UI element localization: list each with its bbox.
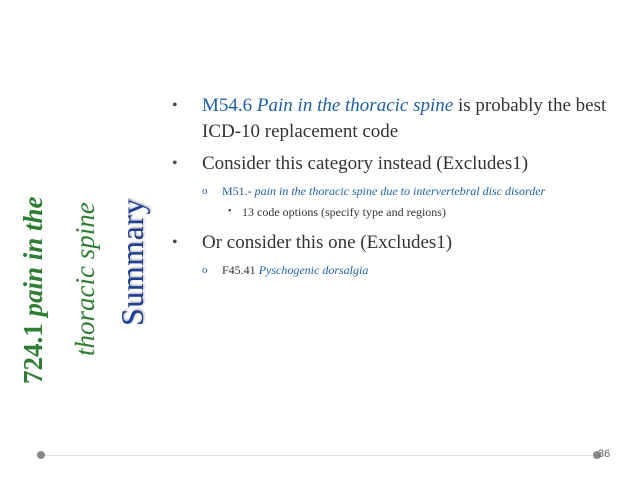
sub-code-name: Pyschogenic dorsalgia <box>258 263 369 277</box>
bullet-dot-icon: • <box>172 97 178 114</box>
sub-bullet-2: o F45.41 Pyschogenic dorsalgia <box>168 262 623 279</box>
bullet-list: • M54.6 Pain in the thoracic spine is pr… <box>168 93 623 283</box>
page-number: 36 <box>598 448 611 460</box>
footer-right-dot-icon <box>593 451 601 459</box>
sub-sub-text: 13 code options (specify type and region… <box>242 205 446 219</box>
bullet-dot-icon: • <box>172 234 178 251</box>
circle-bullet-icon: o <box>202 185 208 197</box>
bullet-item-2: • Consider this category instead (Exclud… <box>168 151 623 177</box>
circle-bullet-icon: o <box>202 264 208 276</box>
sub-code: F45.41 <box>222 263 256 277</box>
bullet-text: Consider this category instead (Excludes… <box>202 153 529 174</box>
bullet-item-1: • M54.6 Pain in the thoracic spine is pr… <box>168 93 623 145</box>
title-summary: Summary <box>114 198 150 326</box>
footer-divider <box>39 455 605 456</box>
bullet-text: is probably the best ICD-10 replacement … <box>202 95 607 142</box>
sub-code-name: pain in the thoracic spine due to interv… <box>254 184 546 198</box>
bullet-text: Or consider this one (Excludes1) <box>202 232 453 253</box>
bullet-item-3: • Or consider this one (Excludes1) <box>168 230 623 256</box>
bullet-dot-icon: • <box>172 155 178 172</box>
title-line-1: 724.1 pain in the <box>18 196 49 384</box>
sub-code: M51.- <box>222 184 252 198</box>
footer-left-dot-icon <box>37 451 45 459</box>
bullet-code: M54.6 <box>202 95 253 116</box>
bullet-code-name: Pain in the thoracic spine <box>256 95 454 116</box>
title-text: pain in the <box>18 196 48 317</box>
bullet-dot-icon: • <box>228 206 232 217</box>
sub-bullet-1: o M51.- pain in the thoracic spine due t… <box>168 183 623 200</box>
sub-sub-bullet: • 13 code options (specify type and regi… <box>168 204 623 220</box>
title-line-2: thoracic spine <box>70 202 100 356</box>
title-code: 724.1 <box>18 323 48 384</box>
